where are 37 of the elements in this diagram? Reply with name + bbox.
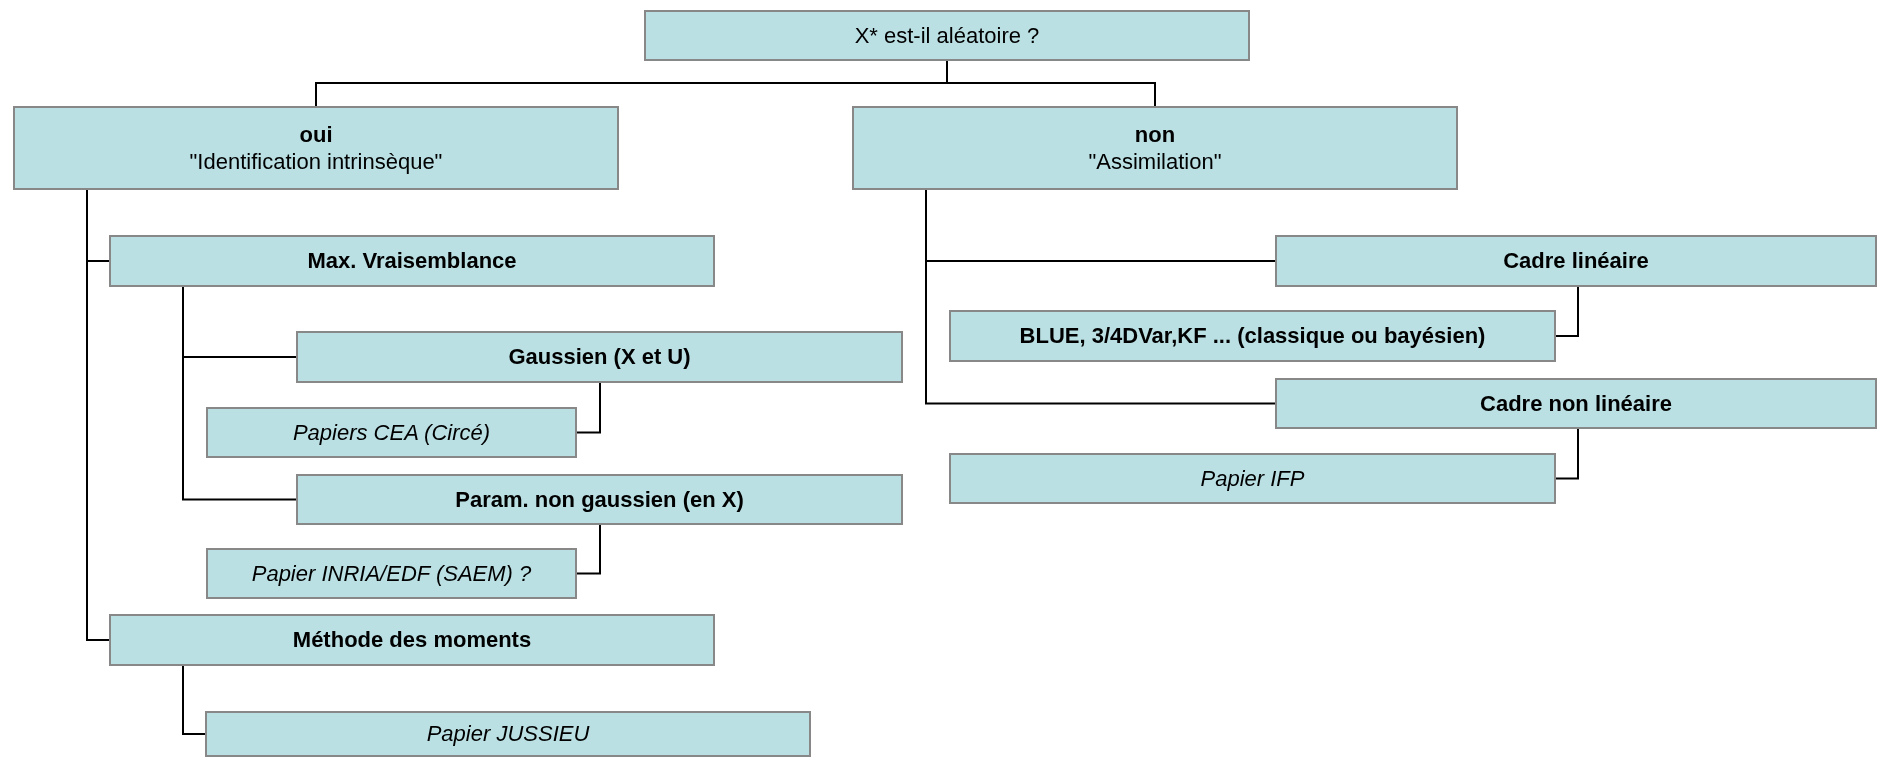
connector-line [182,286,297,501]
connector-line [182,665,206,735]
branch-subtitle: "Identification intrinsèque" [189,148,443,176]
method-label: Méthode des moments [292,626,532,654]
method-label: BLUE, 3/4DVar,KF ... (classique ou bayésien) [1019,322,1486,350]
branch-subtitle: "Assimilation" [1088,148,1222,176]
branch-box [852,106,1458,190]
branch-heading: non [1134,120,1176,148]
method-label: Cadre linéaire [1503,247,1649,275]
method-label: Cadre non linéaire [1480,389,1672,418]
connector-line [576,382,601,434]
branch-box [13,106,619,190]
reference-text: Papiers CEA (Circé) [292,418,491,447]
question-text: X* est-il aléatoire ? [854,21,1040,50]
reference-box [206,407,577,458]
method-box [296,474,903,525]
method-label: Max. Vraisemblance [307,247,517,275]
connector-line [1555,428,1579,480]
reference-text: Papier INRIA/EDF (SAEM) ? [251,559,532,588]
method-box [109,614,715,666]
method-box [109,235,715,287]
method-box [1275,235,1877,287]
method-label: Param. non gaussien (en X) [455,485,744,514]
connector-line [946,60,1156,107]
method-box [296,331,903,383]
reference-box [206,548,577,599]
reference-text: Papier IFP [1200,464,1305,493]
method-box [949,310,1556,362]
method-label: Gaussien (X et U) [508,343,691,371]
connector-line [1555,286,1579,337]
branch-heading: oui [299,120,333,148]
connector-line [576,524,601,575]
question-box [644,10,1250,61]
method-box [1275,378,1877,429]
reference-box [205,711,811,757]
reference-box [949,453,1556,504]
reference-text: Papier JUSSIEU [426,720,590,748]
